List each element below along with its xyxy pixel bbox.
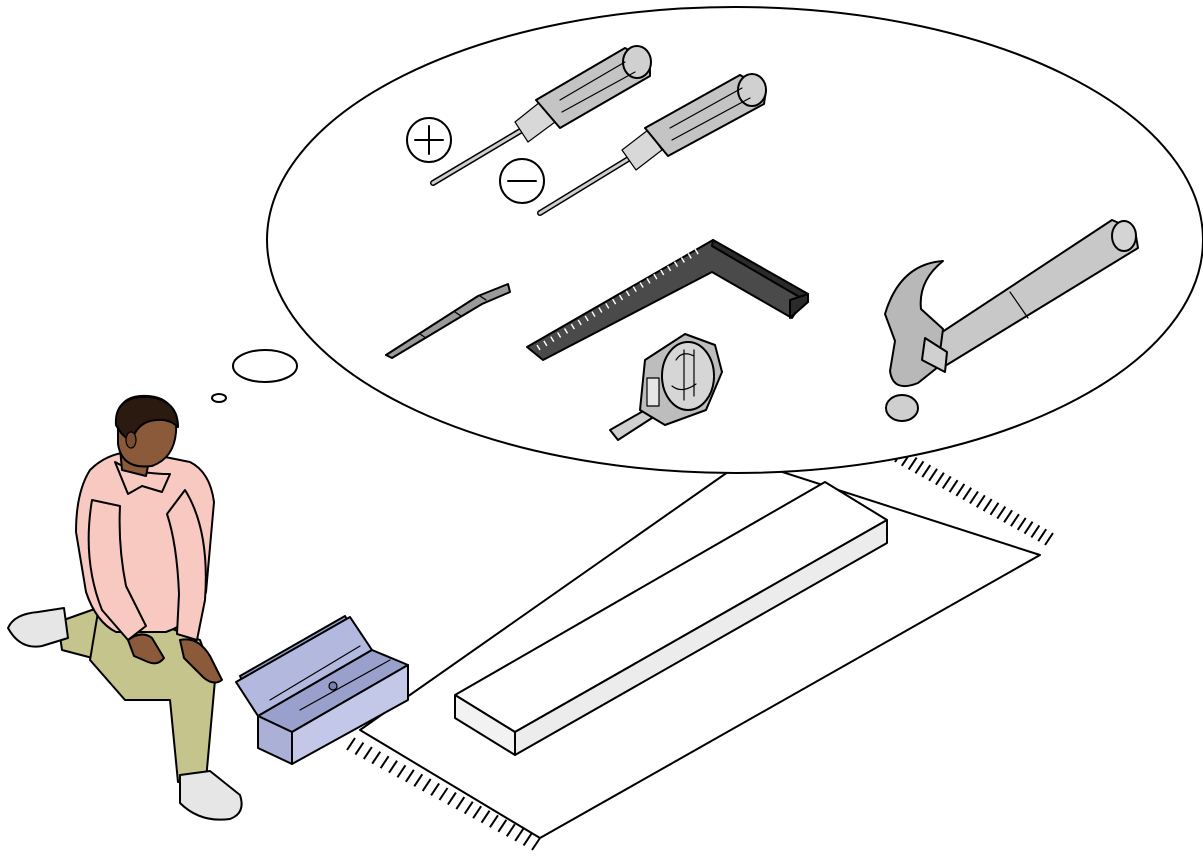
fringe-strand [372,752,380,764]
fringe-strand [956,484,964,496]
fringe-strand [440,788,448,800]
thought-bubble-small-dot [212,394,226,402]
fringe-strand [1031,525,1039,537]
fringe-strand [507,824,515,836]
fringe-strand [465,802,473,814]
fringe-strand [915,461,923,473]
fringe-strand [1045,533,1053,545]
fringe-strand [490,815,498,827]
kneeling-person [8,396,242,820]
fringe-strand [423,779,431,791]
fringe-strand [524,833,532,845]
fringe-strand [448,793,456,805]
fringe-strand [997,507,1005,519]
fringe-strand [922,465,930,477]
fringe-strand [482,811,490,823]
fringe-strand [406,770,414,782]
fringe-strand [364,747,372,759]
fringe-strand [1011,514,1019,526]
fringe-strand [532,838,540,850]
fringe-strand [414,774,422,786]
thought-bubble-medium-dot [233,350,297,382]
fringe-strand [909,458,917,470]
fringe-strand [929,469,937,481]
fringe-strand [456,797,464,809]
fringe-strand [389,761,397,773]
fringe-strand [498,820,506,832]
fringe-strand [1025,522,1033,534]
fringe-strand [936,473,944,485]
fringe-strand [990,503,998,515]
fringe-strand [431,783,439,795]
fringe-strand [984,499,992,511]
fringe-strand [1038,529,1046,541]
fringe-strand [397,765,405,777]
fringe-strand [515,829,523,841]
fringe-strand [1004,510,1012,522]
fringe-strand [381,756,389,768]
fringe-strand [950,480,958,492]
fringe-strand [355,743,363,755]
fringe-strand [347,738,355,750]
plus-symbol [407,118,451,162]
fringe-strand [943,476,951,488]
fringe-strand [970,492,978,504]
fringe-strand [977,495,985,507]
fringe-strand [1018,518,1026,530]
fringe-strand [963,488,971,500]
fringe-strand [473,806,481,818]
minus-symbol [500,159,544,203]
